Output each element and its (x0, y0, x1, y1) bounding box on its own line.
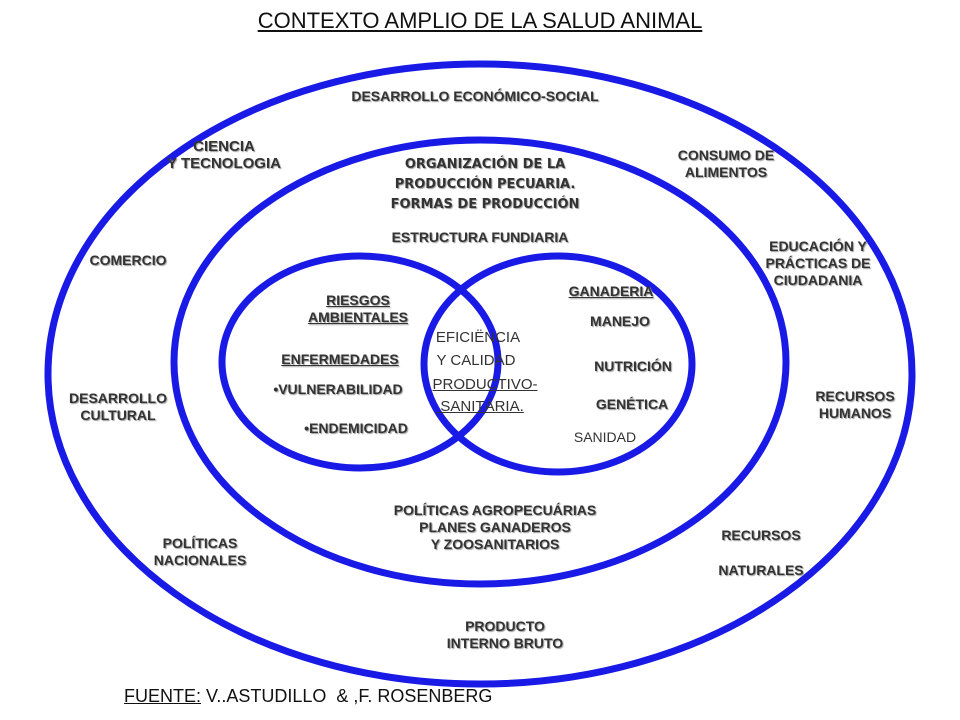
label-manejo: MANEJO (590, 313, 650, 329)
label-producto-interno-bruto: PRODUCTO INTERNO BRUTO (446, 618, 564, 651)
label-eficiencia: EFICIËNCIA (435, 329, 521, 346)
label-vulnerabilidad: VULNERABILIDAD (278, 381, 403, 397)
bullet-endemicidad (304, 420, 309, 436)
label-recursos-humanos: RECURSOS HUMANOS (815, 388, 895, 421)
label-nutricion: NUTRICIÓN (594, 358, 672, 374)
label-politicas-nacionales: POLÍTICAS NACIONALES (153, 535, 247, 568)
source-label: FUENTE: (124, 686, 202, 706)
label-enfermedades: ENFERMEDADES (281, 351, 399, 367)
source-line: FUENTE: V..ASTUDILLO & ,F. ROSENBERG (124, 686, 492, 707)
label-desarrollo-economico: DESARROLLO ECONÓMICO-SOCIAL (351, 88, 599, 104)
label-consumo-alimentos: CONSUMO DE ALIMENTOS (677, 147, 775, 180)
label-genetica: GENÉTICA (595, 396, 669, 412)
diagram-title: CONTEXTO AMPLIO DE LA SALUD ANIMAL (257, 8, 703, 33)
label-naturales: NATURALES (718, 562, 804, 578)
label-educacion-ciudadania: EDUCACIÓN Y PRÁCTICAS DE CIUDADANIA (765, 238, 871, 288)
right-circle (420, 252, 696, 476)
label-ciencia-tecnologia: CIENCIA Y TECNOLOGIA (167, 138, 281, 172)
label-organizacion-produccion: ORGANIZACIÓN DE LA PRODUCCIÓN PECUARIA. … (390, 157, 580, 212)
label-riesgos-ambientales: RIESGOS AMBIENTALES (307, 292, 409, 325)
label-productivo: PRODUCTIVO- (432, 376, 538, 393)
label-politicas-agropecuarias: POLÍTICAS AGROPECUÁRIAS PLANES GANADEROS… (393, 502, 597, 552)
label-sanitaria: SANITÁRIA. (436, 398, 524, 415)
left-circle (218, 252, 502, 472)
middle-ring (170, 136, 790, 588)
outer-ring (44, 60, 916, 688)
label-desarrollo-cultural: DESARROLLO CULTURAL (69, 390, 167, 423)
label-estructura-fundiaria: ESTRUCTURA FUNDIARIA (391, 229, 569, 245)
label-endemicidad: ENDEMICIDAD (309, 420, 408, 436)
label-comercio: COMERCIO (89, 252, 167, 268)
source-authors: V..ASTUDILLO & ,F. ROSENBERG (201, 686, 493, 706)
label-ganaderia: GANADERIA (568, 283, 654, 299)
bullet-vulnerabilidad (273, 381, 278, 397)
label-sanidad: SANIDAD (573, 429, 637, 445)
label-recursos: RECURSOS (721, 527, 801, 543)
label-y-calidad: Y CALIDAD (436, 352, 516, 369)
